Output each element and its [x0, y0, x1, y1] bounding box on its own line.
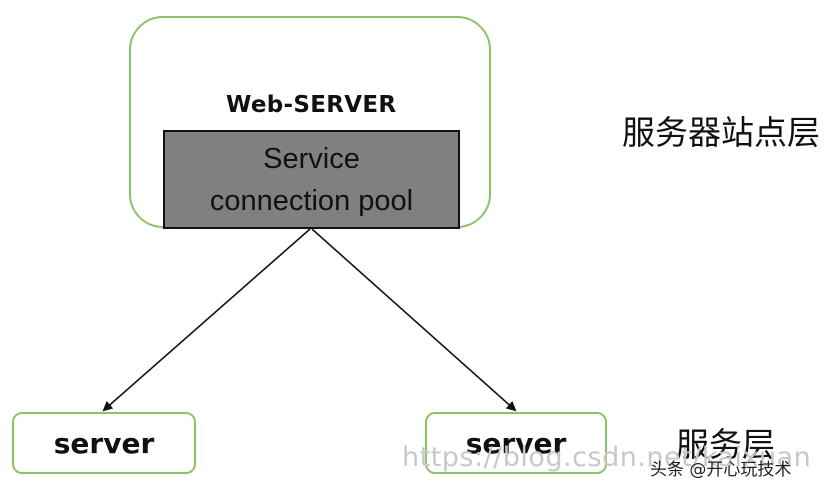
- server-node-right: server: [425, 412, 607, 474]
- watermark-author: 头条 @开心玩技术: [650, 460, 792, 480]
- pool-label-line1: Service: [263, 142, 360, 175]
- pool-label-line2: connection pool: [209, 184, 414, 217]
- watermark-url: https://blog.csdn.net/kaixuan: [402, 442, 812, 473]
- server-node-left: server: [12, 412, 196, 474]
- service-connection-pool-box: Service connection pool: [163, 130, 460, 229]
- arrow-to-left-server: [102, 228, 311, 412]
- server-left-label: server: [53, 426, 155, 460]
- arrow-to-right-server: [311, 228, 517, 412]
- web-server-label: Web-SERVER: [226, 92, 397, 118]
- server-right-label: server: [465, 426, 567, 460]
- server-station-layer-label: 服务器站点层: [622, 113, 820, 152]
- service-layer-label: 服务层: [676, 425, 775, 464]
